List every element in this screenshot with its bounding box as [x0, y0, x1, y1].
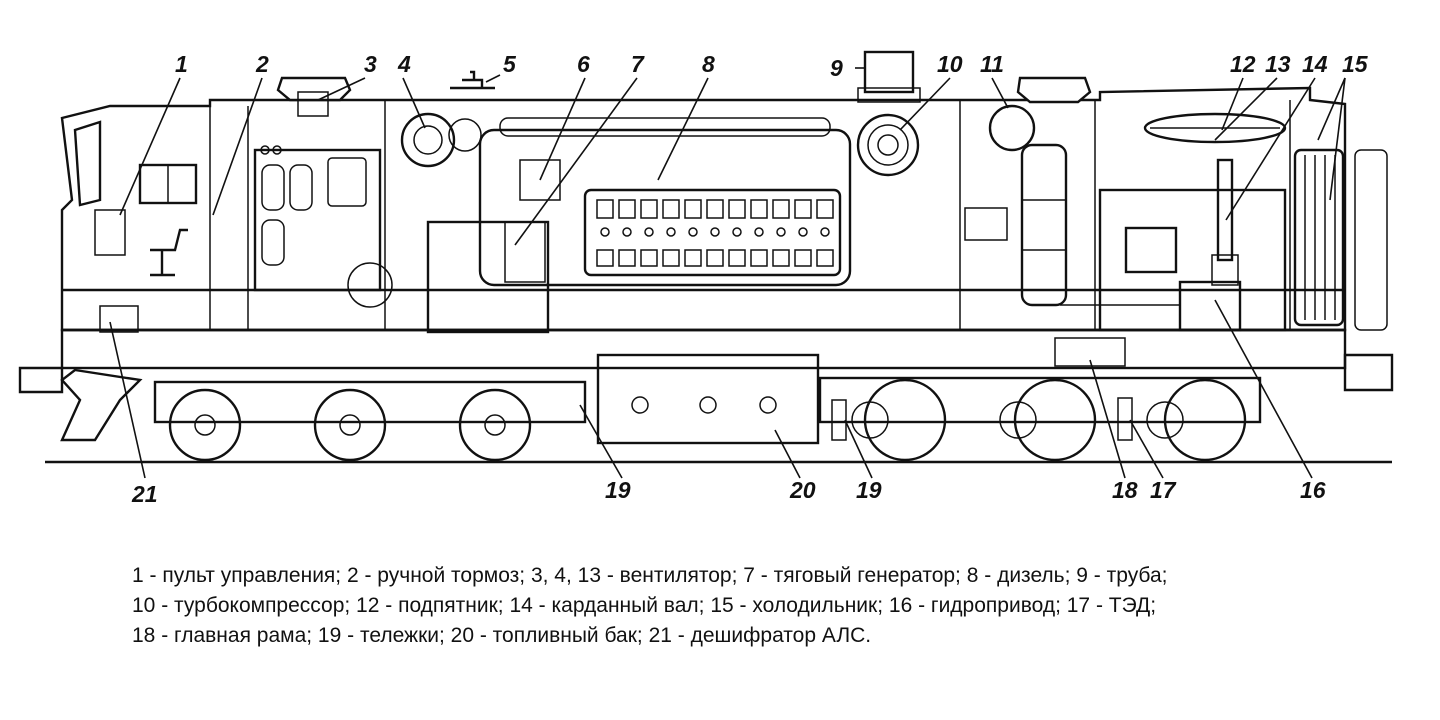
diesel-engine [478, 117, 852, 287]
leader-lines [109, 67, 1346, 479]
rear-bogie [818, 337, 1262, 462]
right-cabinet [964, 188, 1287, 332]
traction-generator [347, 220, 550, 334]
callout-12: 12 [1230, 51, 1256, 77]
callout-18: 18 [1112, 477, 1138, 503]
callout-19-rear: 19 [856, 477, 882, 503]
front-bogie [153, 380, 587, 462]
driver-seat [150, 228, 188, 277]
fuel-tank [596, 353, 820, 445]
legend-line-1: 1 - пульт управления; 2 - ручной тормоз;… [132, 564, 1168, 587]
radiator [1293, 148, 1388, 331]
callout-20: 20 [789, 477, 816, 503]
filter-column [1020, 143, 1068, 307]
cardan-shaft [1211, 158, 1239, 286]
callout-1: 1 [175, 51, 188, 77]
cab-windows [73, 120, 198, 333]
callout-19-front: 19 [605, 477, 631, 503]
callout-17: 17 [1150, 477, 1177, 503]
legend-line-2: 10 - турбокомпрессор; 12 - подпятник; 14… [132, 594, 1157, 617]
electrical-cabinet [253, 145, 382, 292]
callout-13: 13 [1265, 51, 1291, 77]
fan-3 [276, 76, 352, 117]
callout-numbers: 1 2 3 4 5 6 7 8 9 10 11 12 13 14 15 16 1… [131, 51, 1369, 507]
locomotive-cutaway-drawing: 1 2 3 4 5 6 7 8 9 10 11 12 13 14 15 16 1… [18, 50, 1394, 507]
legend-line-3: 18 - главная рама; 19 - тележки; 20 - то… [132, 624, 872, 647]
callout-14: 14 [1302, 51, 1328, 77]
callout-8: 8 [702, 51, 715, 77]
fan-4 [400, 112, 482, 168]
callout-15: 15 [1342, 51, 1369, 77]
fan-13 [1143, 112, 1287, 144]
air-reservoir [988, 76, 1092, 152]
callout-5: 5 [503, 51, 517, 77]
callout-16: 16 [1300, 477, 1326, 503]
callout-7: 7 [631, 51, 645, 77]
callout-6: 6 [577, 51, 590, 77]
callout-4: 4 [397, 51, 411, 77]
main-frame [18, 328, 1394, 442]
roof-item-5 [450, 70, 495, 90]
callout-21: 21 [131, 481, 158, 507]
callout-3: 3 [364, 51, 377, 77]
callout-11: 11 [980, 51, 1004, 77]
callout-10: 10 [937, 51, 963, 77]
callout-9: 9 [830, 55, 843, 81]
turbocharger [856, 113, 920, 177]
component-legend: 1 - пульт управления; 2 - ручной тормоз;… [132, 561, 1402, 651]
exhaust-pipe [857, 50, 921, 103]
callout-2: 2 [255, 51, 269, 77]
